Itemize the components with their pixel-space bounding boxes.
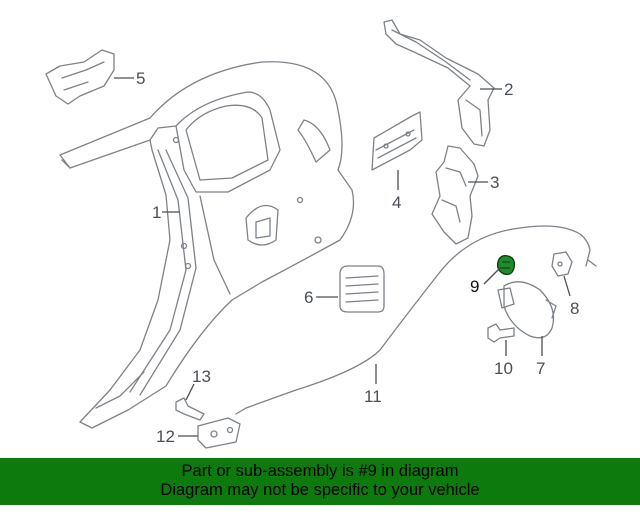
leader-lines: [114, 77, 571, 437]
callout-1: 1: [152, 203, 161, 222]
callout-3: 3: [490, 173, 499, 192]
part-11-release-cable: [235, 225, 597, 415]
part-7-fuel-door: [497, 281, 557, 339]
callout-7: 7: [536, 359, 545, 378]
part-5-bracket: [45, 49, 115, 105]
callout-12: 12: [156, 427, 175, 446]
info-banner: Part or sub-assembly is #9 in diagram Di…: [0, 458, 640, 505]
part-3-bracket: [431, 145, 479, 245]
banner-line-2: Diagram may not be specific to your vehi…: [160, 481, 480, 499]
callout-2: 2: [504, 80, 513, 99]
part-1-quarter-panel: [59, 61, 355, 429]
part-4-reinforcement: [371, 111, 423, 171]
callout-5: 5: [136, 69, 145, 88]
callout-4: 4: [392, 193, 401, 212]
callout-11: 11: [364, 387, 382, 406]
part-6-vent: [339, 265, 385, 313]
callout-6: 6: [304, 288, 313, 307]
part-8-actuator: [551, 251, 573, 277]
part-12-handle: [197, 417, 241, 449]
part-9-highlighted: [496, 254, 516, 276]
callout-10: 10: [494, 359, 513, 378]
part-2-inner-panel: [383, 19, 495, 147]
callout-13: 13: [192, 367, 211, 386]
part-13-screw: [175, 397, 205, 421]
banner-line-1: Part or sub-assembly is #9 in diagram: [181, 462, 459, 480]
part-10-bolt: [487, 323, 515, 343]
callout-8: 8: [570, 299, 579, 318]
callout-9: 9: [470, 277, 479, 296]
parts-diagram: 1 2 3 4 5 6 7 8 9 10 11 12 13: [45, 19, 597, 449]
